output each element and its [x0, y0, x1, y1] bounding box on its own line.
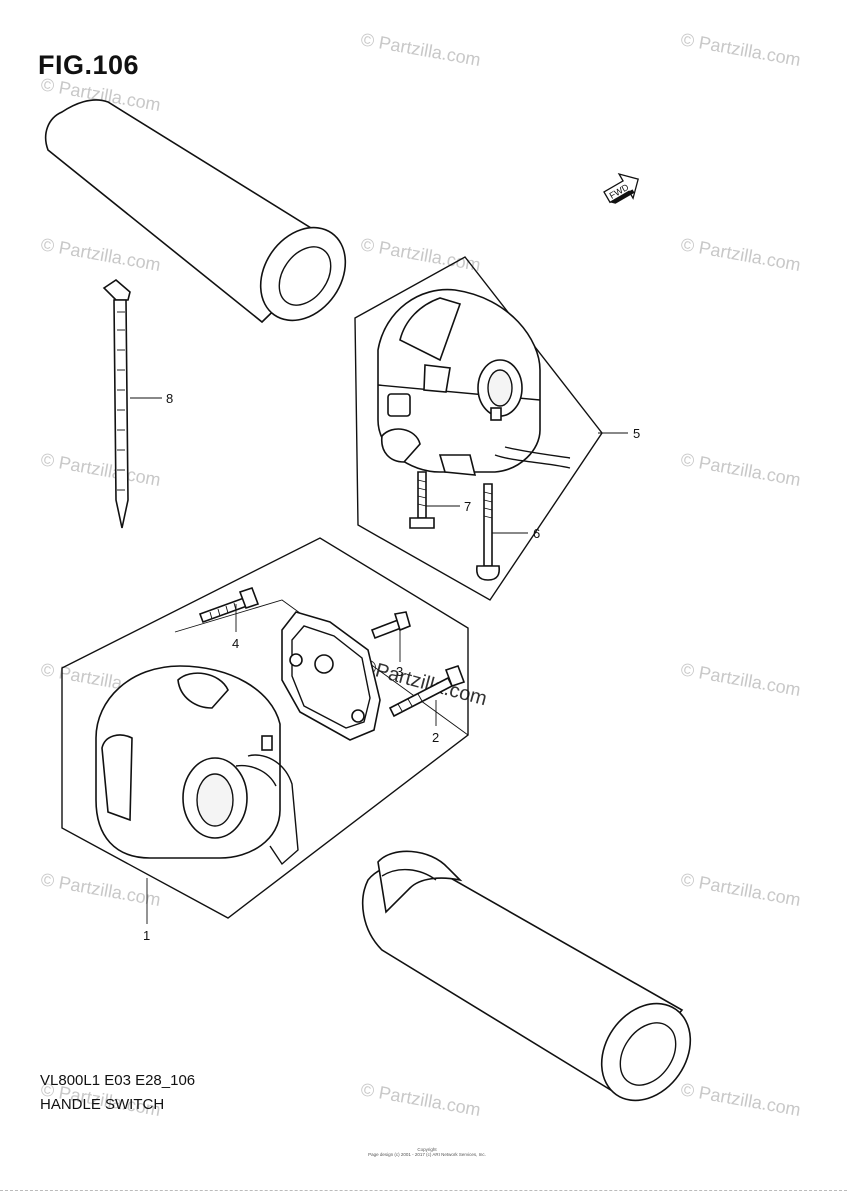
fwd-arrow-icon: FWD — [603, 172, 639, 204]
watermark: © Partzilla.com — [679, 659, 802, 700]
switch-bracket — [281, 611, 381, 741]
left-grip — [44, 99, 347, 324]
callout-5: 5 — [633, 426, 640, 441]
watermark: © Partzilla.com — [359, 234, 482, 275]
copyright-notice: Copyright Page design (c) 2001 - 2017 (c… — [367, 1147, 487, 1157]
figure-caption: HANDLE SWITCH — [40, 1096, 165, 1113]
watermark: © Partzilla.com — [359, 29, 482, 70]
left-switch-inner-plane — [174, 599, 469, 736]
screw-2 — [388, 664, 466, 718]
watermark: © Partzilla.com — [359, 1079, 482, 1120]
model-code: VL800L1 E03 E28_106 — [40, 1072, 196, 1089]
watermark: © Partzilla.com — [39, 449, 162, 490]
callout-1: 1 — [143, 928, 150, 943]
callout-8: 8 — [166, 391, 173, 406]
page-divider — [0, 1190, 847, 1191]
callouts: 1 2 3 4 5 6 7 8 — [143, 391, 640, 943]
right-switch-group-outline — [354, 256, 603, 601]
callout-6: 6 — [533, 526, 540, 541]
figure-title: FIG.106 — [38, 50, 140, 80]
watermark: © Partzilla.com — [679, 1079, 802, 1120]
screw-4 — [198, 586, 260, 624]
watermark: © Partzilla.com — [679, 869, 802, 910]
callout-4: 4 — [232, 636, 239, 651]
screw-6 — [475, 483, 501, 581]
left-switch-assembly — [95, 665, 299, 866]
watermark: © Partzilla.com — [679, 449, 802, 490]
callout-7: 7 — [464, 499, 471, 514]
callout-3: 3 — [396, 664, 403, 679]
watermark: © Partzilla.com — [679, 29, 802, 70]
cable-tie — [102, 278, 131, 529]
watermark: © Partzilla.com — [39, 869, 162, 910]
watermark: © Partzilla.com — [39, 234, 162, 275]
copyright-line-2: Page design (c) 2001 - 2017 (c) ARI Netw… — [368, 1152, 486, 1157]
copyright-line-1: Copyright — [417, 1147, 437, 1152]
screw-3 — [370, 611, 411, 640]
leader-lines — [130, 397, 628, 924]
callout-2: 2 — [432, 730, 439, 745]
screw-7 — [409, 471, 435, 529]
right-switch-assembly — [377, 288, 571, 476]
throttle-grip — [361, 850, 692, 1102]
watermark: © Partzilla.com — [679, 234, 802, 275]
